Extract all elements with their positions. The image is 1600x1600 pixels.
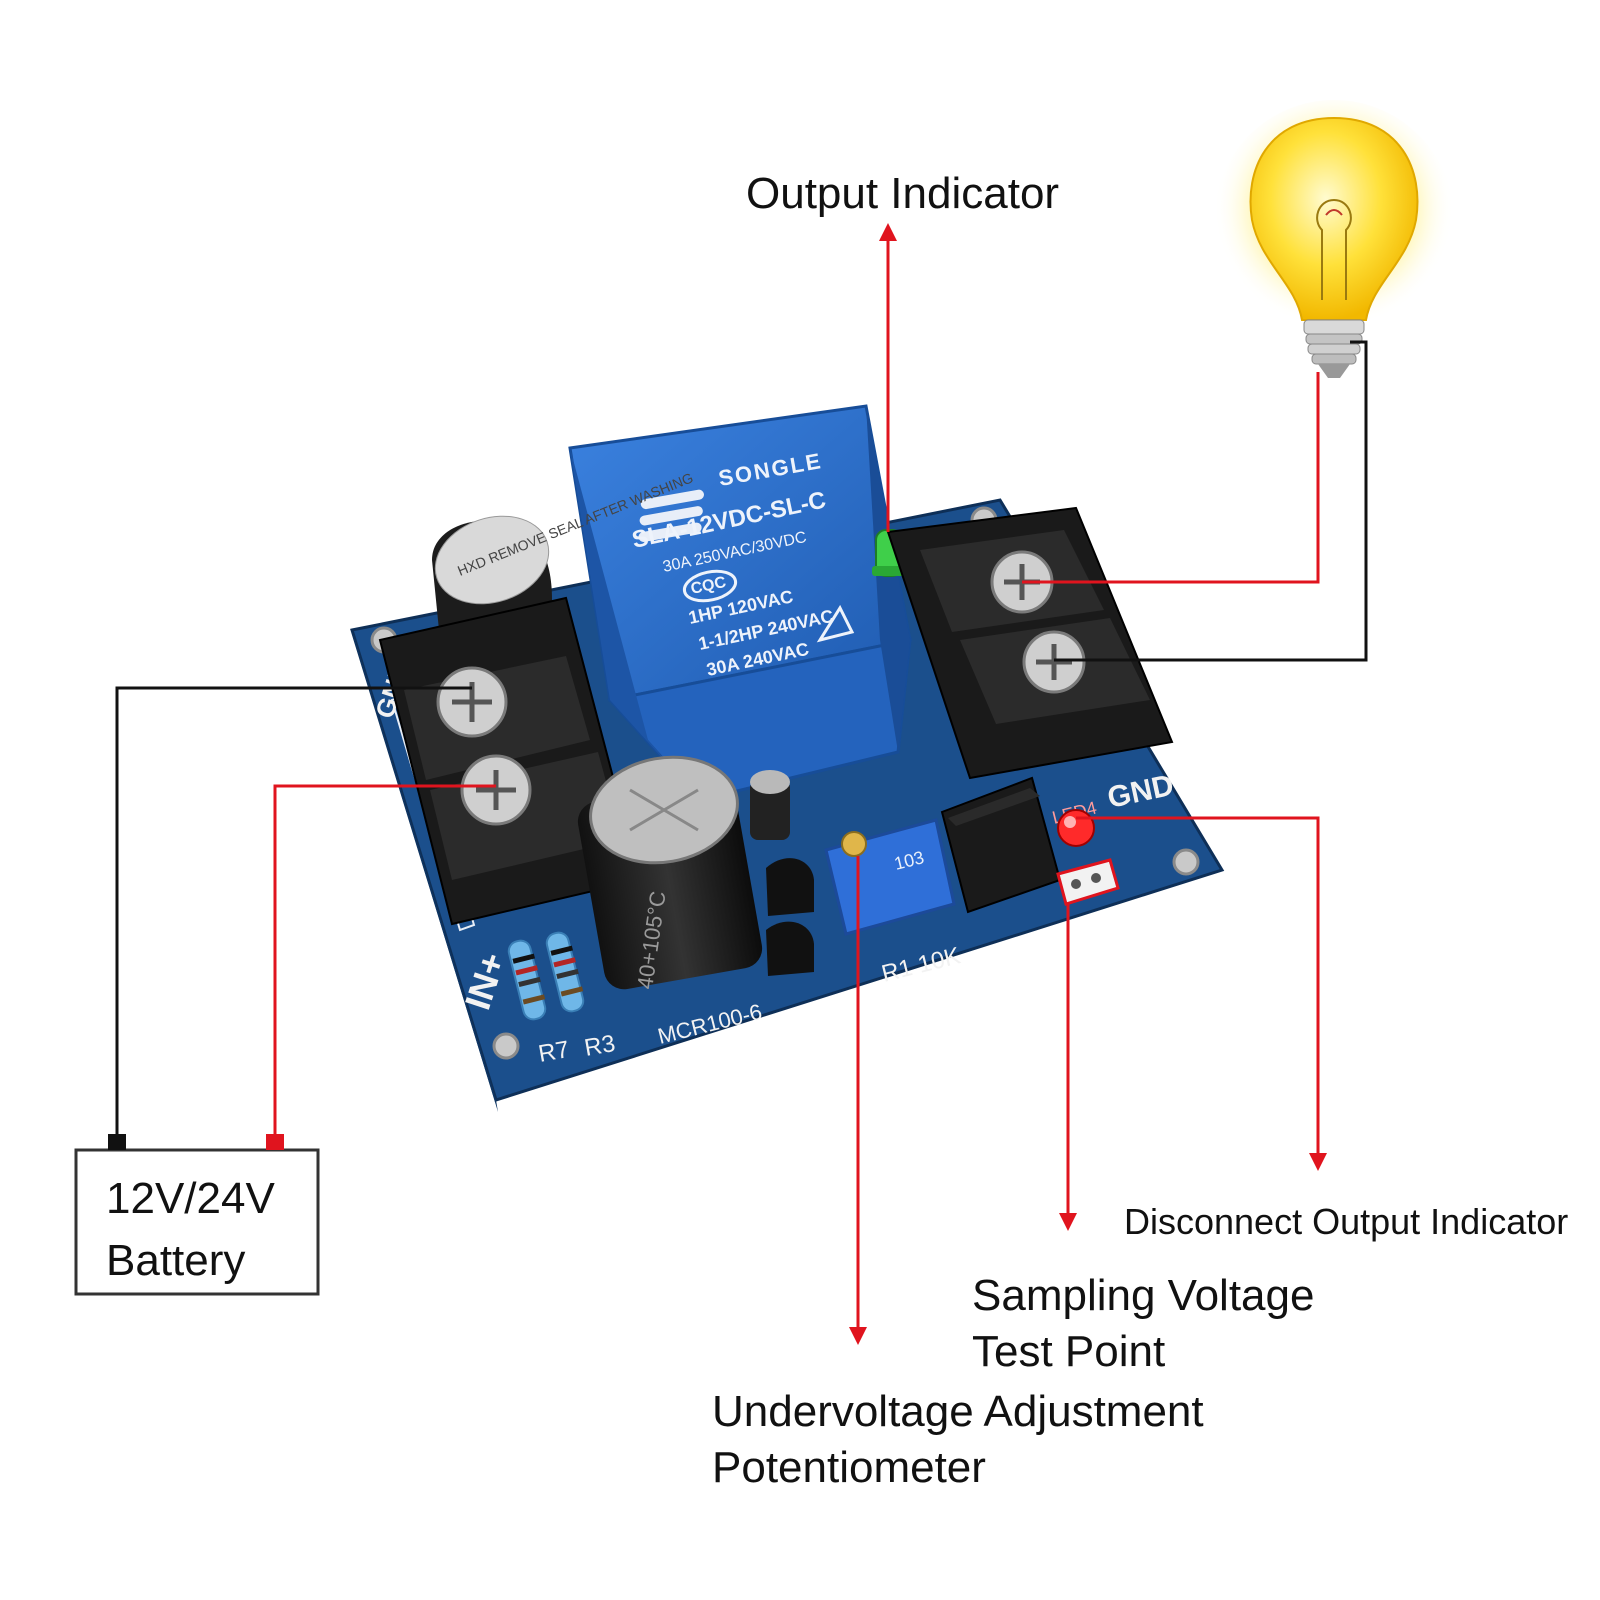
wires bbox=[115, 340, 1368, 1136]
label-output-indicator: Output Indicator bbox=[746, 169, 1060, 218]
label-sampling-voltage-test-point: Sampling Voltage Test Point bbox=[972, 1268, 1392, 1380]
wire-battery-negative bbox=[115, 686, 472, 1136]
ic-chip bbox=[940, 776, 1062, 914]
wire-battery-positive bbox=[273, 784, 496, 1136]
label-battery: 12V/24V Battery bbox=[106, 1168, 326, 1292]
output-terminal-block bbox=[886, 506, 1174, 780]
label-disconnect-output-indicator: Disconnect Output Indicator bbox=[1124, 1201, 1569, 1242]
label-battery-voltage: 12V/24V bbox=[106, 1174, 275, 1223]
capacitor: 40+105°C bbox=[577, 755, 763, 991]
light-bulb-icon bbox=[1214, 100, 1454, 378]
sampling-test-point bbox=[1056, 858, 1120, 906]
label-sampling-line1: Sampling Voltage bbox=[972, 1271, 1315, 1320]
resistor-r7 bbox=[507, 939, 547, 1021]
battery bbox=[74, 1134, 320, 1296]
disconnect-indicator-led bbox=[1057, 809, 1095, 847]
label-sampling-line2: Test Point bbox=[972, 1327, 1166, 1376]
battery-negative-terminal bbox=[108, 1134, 126, 1150]
label-undervoltage-adjustment-potentiometer: Undervoltage Adjustment Potentiometer bbox=[712, 1384, 1272, 1496]
label-undervoltage-line2: Potentiometer bbox=[712, 1443, 986, 1492]
silk-r3: R3 bbox=[582, 1030, 617, 1062]
label-undervoltage-line1: Undervoltage Adjustment bbox=[712, 1387, 1204, 1436]
wire-load-black bbox=[1054, 340, 1368, 662]
small-capacitor bbox=[750, 770, 790, 840]
label-battery-name: Battery bbox=[106, 1236, 246, 1285]
callout-arrows bbox=[849, 223, 1327, 1345]
transistor bbox=[766, 858, 814, 976]
battery-positive-terminal bbox=[266, 1134, 284, 1150]
wire-load-red bbox=[1022, 372, 1320, 584]
silk-r7: R7 bbox=[536, 1036, 571, 1068]
arrow-disconnect-indicator bbox=[1076, 816, 1327, 1171]
resistor-r3 bbox=[545, 931, 585, 1013]
